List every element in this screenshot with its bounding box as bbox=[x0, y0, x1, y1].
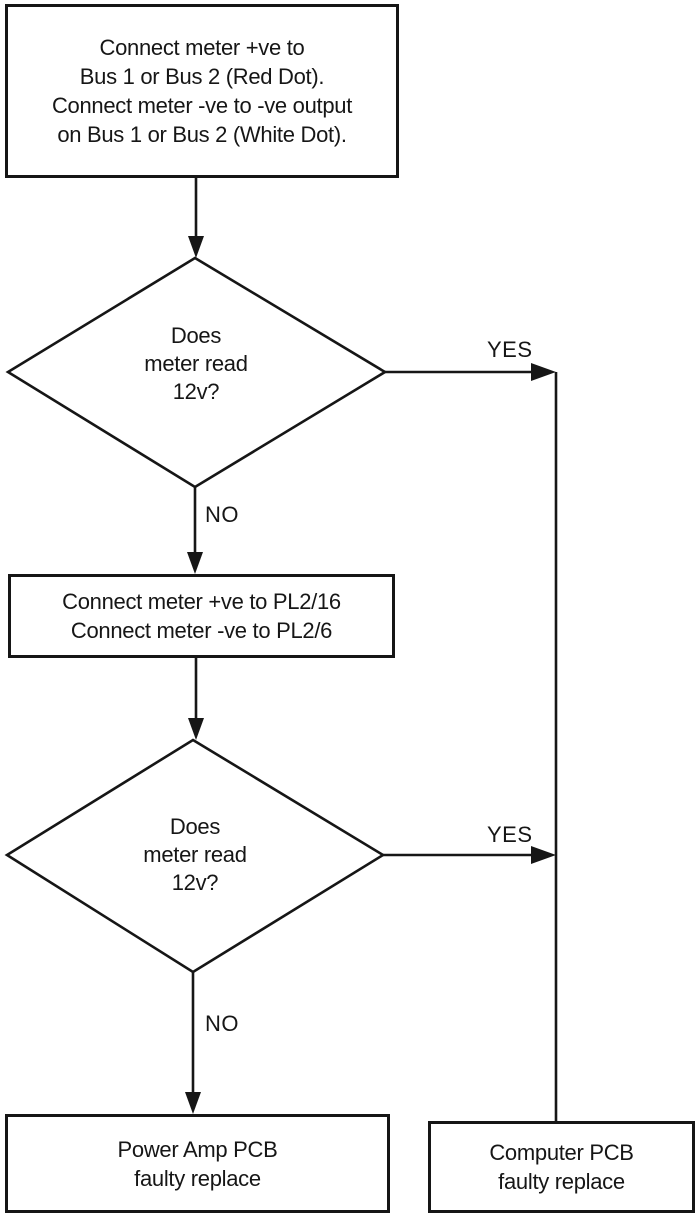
arrowhead-down-decision1 bbox=[188, 236, 204, 258]
edge-label-no-2: NO bbox=[205, 1011, 239, 1036]
node-step2: Connect meter +ve to PL2/16 Connect mete… bbox=[8, 574, 395, 658]
node-decision2-label: Does meter read 12v? bbox=[143, 814, 247, 895]
arrowhead-right-yes1 bbox=[531, 363, 556, 381]
edge-label-no-1: NO bbox=[205, 502, 239, 527]
arrowhead-down-decision2 bbox=[188, 718, 204, 740]
arrowhead-down-poweramp bbox=[185, 1092, 201, 1114]
edge-label-yes-2: YES bbox=[487, 822, 533, 847]
arrowhead-right-yes2 bbox=[531, 846, 556, 864]
edge-label-yes-1: YES bbox=[487, 337, 533, 362]
node-computer-pcb: Computer PCB faulty replace bbox=[428, 1121, 695, 1213]
node-step1: Connect meter +ve to Bus 1 or Bus 2 (Red… bbox=[5, 4, 399, 178]
node-power-amp-pcb: Power Amp PCB faulty replace bbox=[5, 1114, 390, 1213]
node-decision1-label: Does meter read 12v? bbox=[144, 323, 248, 404]
arrowhead-down-step2 bbox=[187, 552, 203, 574]
